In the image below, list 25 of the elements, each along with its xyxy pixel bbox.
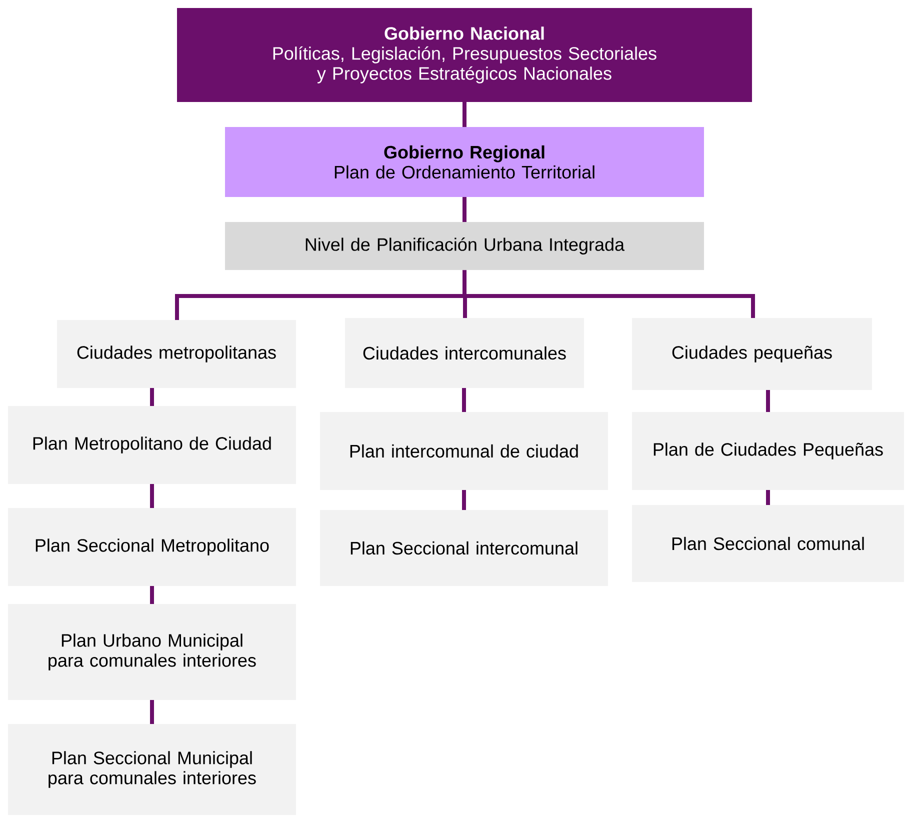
plan-box: Plan Seccional intercomunal [320, 510, 608, 586]
plan-box: Plan Seccional comunal [632, 505, 904, 582]
connector-line [150, 388, 154, 406]
connector-line [462, 490, 466, 510]
plan-box: Plan de Ciudades Pequeñas [632, 412, 904, 490]
category-box: Ciudades pequeñas [632, 318, 872, 390]
connector-line [462, 388, 466, 412]
connector-line [766, 490, 770, 505]
connector-line [150, 586, 154, 604]
connector-line [462, 197, 466, 222]
connector-line [462, 270, 755, 318]
header-box: Gobierno Nacional Políticas, Legislación, Presupuestos Sectoriales y Proyectos Estratégicos Nacionales [177, 8, 752, 102]
connector-line [766, 390, 770, 412]
connector-line [150, 700, 154, 724]
header-box: Gobierno Regional Plan de Ordenamiento Territorial [225, 127, 704, 197]
category-box: Ciudades metropolitanas [57, 320, 296, 388]
plan-box: Plan Urbano Municipal para comunales interiores [8, 604, 296, 700]
connector-line [150, 484, 154, 508]
plan-box: Plan Metropolitano de Ciudad [8, 406, 296, 484]
plan-box: Plan intercomunal de ciudad [320, 412, 608, 490]
category-box: Ciudades intercomunales [345, 318, 584, 388]
plan-box: Plan Seccional Municipal para comunales interiores [8, 724, 296, 815]
connector-line [462, 102, 466, 127]
plan-box: Plan Seccional Metropolitano [8, 508, 296, 586]
level-box: Nivel de Planificación Urbana Integrada [225, 222, 704, 270]
